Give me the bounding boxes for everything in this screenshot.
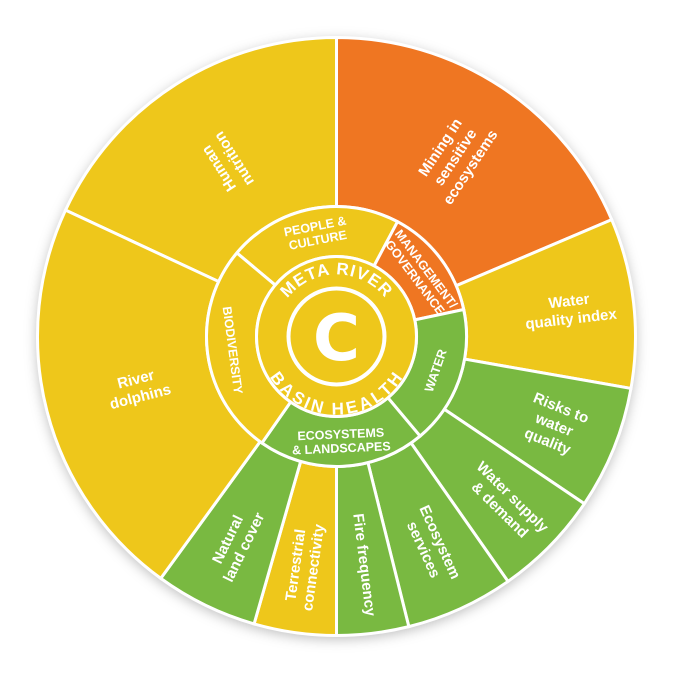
category-label-line: ECOSYSTEMS xyxy=(297,426,384,444)
indicator-label-line: Water xyxy=(548,291,591,313)
grade-circle xyxy=(286,286,387,387)
overall-grade: C xyxy=(313,302,360,376)
category-label-ecosystems-landscapes: ECOSYSTEMS& LANDSCAPES xyxy=(291,425,391,457)
category-label-line: & LANDSCAPES xyxy=(292,439,391,457)
